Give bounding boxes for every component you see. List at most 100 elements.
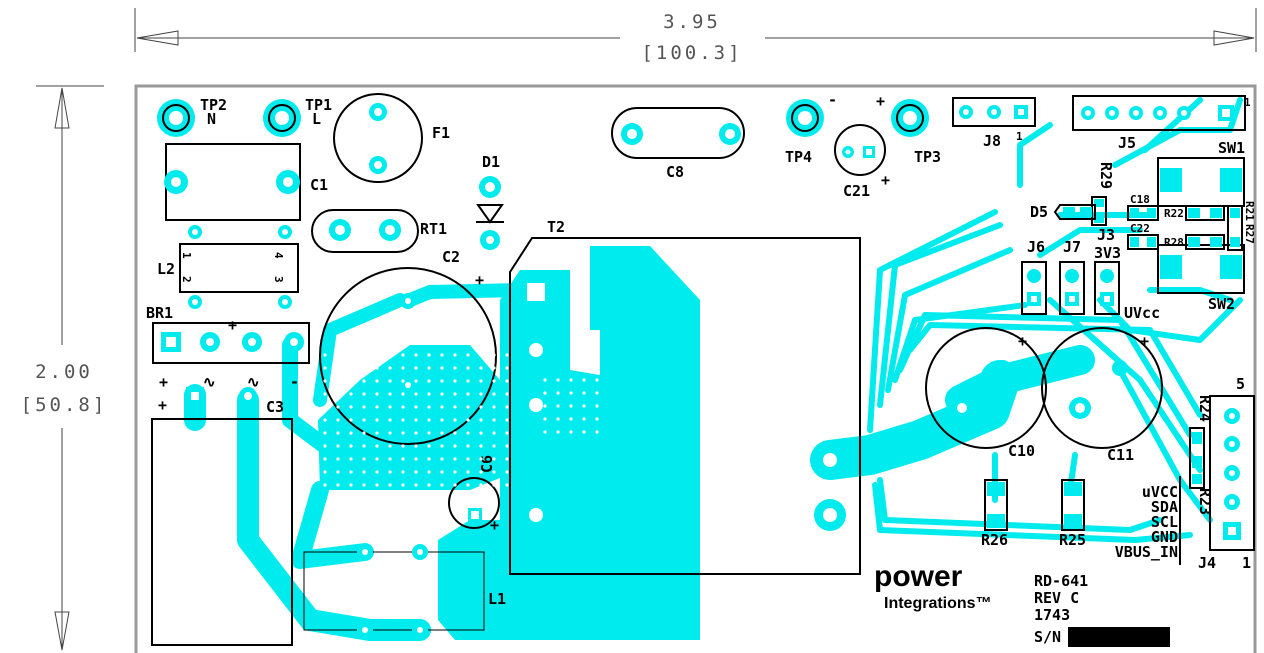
via-dot — [582, 404, 586, 408]
board-revision: REV C — [1034, 589, 1079, 607]
via-dot — [401, 470, 405, 474]
r26-label: R26 — [981, 531, 1008, 549]
via-dot — [336, 457, 340, 461]
l2-pin4: 4 — [272, 252, 285, 259]
via-dot — [466, 366, 470, 370]
via-dot — [349, 418, 353, 422]
component-r21-r27: R21 R27 — [1227, 201, 1256, 251]
via-dot — [323, 470, 327, 474]
via-dot — [505, 431, 509, 435]
component-rt1: RT1 — [311, 209, 447, 253]
via-dot — [362, 470, 366, 474]
via-dot — [453, 431, 457, 435]
height-dimension: 2.00 [50.8] — [21, 85, 104, 651]
via-dot — [427, 470, 431, 474]
via-dot — [336, 483, 340, 487]
via-dot — [453, 457, 457, 461]
via-dot — [440, 444, 444, 448]
via-dot — [336, 405, 340, 409]
uvcc-header-label: UVcc — [1124, 304, 1160, 322]
c3-label: C3 — [266, 398, 284, 416]
c8-label: C8 — [666, 163, 684, 181]
via-dot — [427, 392, 431, 396]
via-dot — [349, 379, 353, 383]
l2-pin2: 2 — [180, 276, 193, 283]
via-dot — [336, 392, 340, 396]
via-dot — [440, 366, 444, 370]
via-dot — [362, 405, 366, 409]
via-dot — [375, 366, 379, 370]
br1-plus: + — [159, 373, 168, 391]
via-dot — [349, 444, 353, 448]
via-dot — [362, 483, 366, 487]
via-dot — [323, 431, 327, 435]
c10-label: C10 — [1008, 442, 1035, 460]
component-tp2: TP2 N — [157, 96, 227, 137]
width-dimension: 3.95 [100.3] — [134, 8, 1257, 64]
via-dot — [414, 483, 418, 487]
via-dot — [582, 430, 586, 434]
via-dot — [505, 444, 509, 448]
via-dot — [401, 431, 405, 435]
via-dot — [349, 405, 353, 409]
via-dot — [375, 470, 379, 474]
via-dot — [388, 470, 392, 474]
via-dot — [505, 483, 509, 487]
tp4-label: TP4 — [785, 148, 812, 166]
l2-pin3: 3 — [272, 276, 285, 283]
height-inches: 2.00 — [35, 361, 93, 383]
via-dot — [492, 470, 496, 474]
l2-label: L2 — [157, 260, 175, 278]
via-dot — [569, 404, 573, 408]
brand-power: power — [874, 560, 963, 593]
br1-ac1: ∿ — [203, 373, 216, 391]
component-d5: D5 — [1030, 203, 1096, 221]
via-dot — [569, 391, 573, 395]
power-integrations-logo: power Integrations™ — [874, 560, 992, 612]
via-dot — [362, 366, 366, 370]
via-dot — [427, 444, 431, 448]
via-dot — [375, 483, 379, 487]
via-dot — [414, 470, 418, 474]
via-dot — [582, 391, 586, 395]
r22-label: R22 — [1164, 207, 1184, 220]
width-inches: 3.95 — [663, 11, 721, 33]
via-dot — [414, 431, 418, 435]
via-dot — [323, 418, 327, 422]
via-dot — [336, 418, 340, 422]
via-dot — [453, 444, 457, 448]
via-dot — [401, 444, 405, 448]
via-dot — [479, 366, 483, 370]
via-dot — [492, 483, 496, 487]
via-dot — [388, 353, 392, 357]
via-dot — [492, 379, 496, 383]
via-dot — [440, 405, 444, 409]
r24-label: R24 — [1196, 395, 1214, 422]
via-dot — [323, 405, 327, 409]
via-dot — [556, 391, 560, 395]
via-dot — [453, 353, 457, 357]
component-tp4: - TP4 — [785, 91, 837, 166]
j5-pin1: 1 — [1244, 96, 1251, 109]
component-tp3: + TP3 — [876, 92, 941, 166]
via-dot — [453, 470, 457, 474]
via-dot — [505, 353, 509, 357]
j4-pin1: 1 — [1242, 554, 1251, 572]
via-dot — [427, 379, 431, 383]
via-dot — [466, 405, 470, 409]
r23-label: R23 — [1196, 488, 1214, 515]
j4-pin5: 5 — [1236, 375, 1245, 393]
via-pattern — [323, 353, 599, 487]
component-j5: J5 1 — [1072, 95, 1251, 152]
via-dot — [556, 430, 560, 434]
via-dot — [492, 418, 496, 422]
via-dot — [505, 457, 509, 461]
component-t2: T2 — [509, 218, 861, 575]
rt1-label: RT1 — [420, 220, 447, 238]
j6-label: J6 — [1027, 238, 1045, 256]
via-dot — [466, 379, 470, 383]
j3-label: J3 — [1097, 226, 1115, 244]
via-dot — [543, 391, 547, 395]
via-dot — [427, 431, 431, 435]
